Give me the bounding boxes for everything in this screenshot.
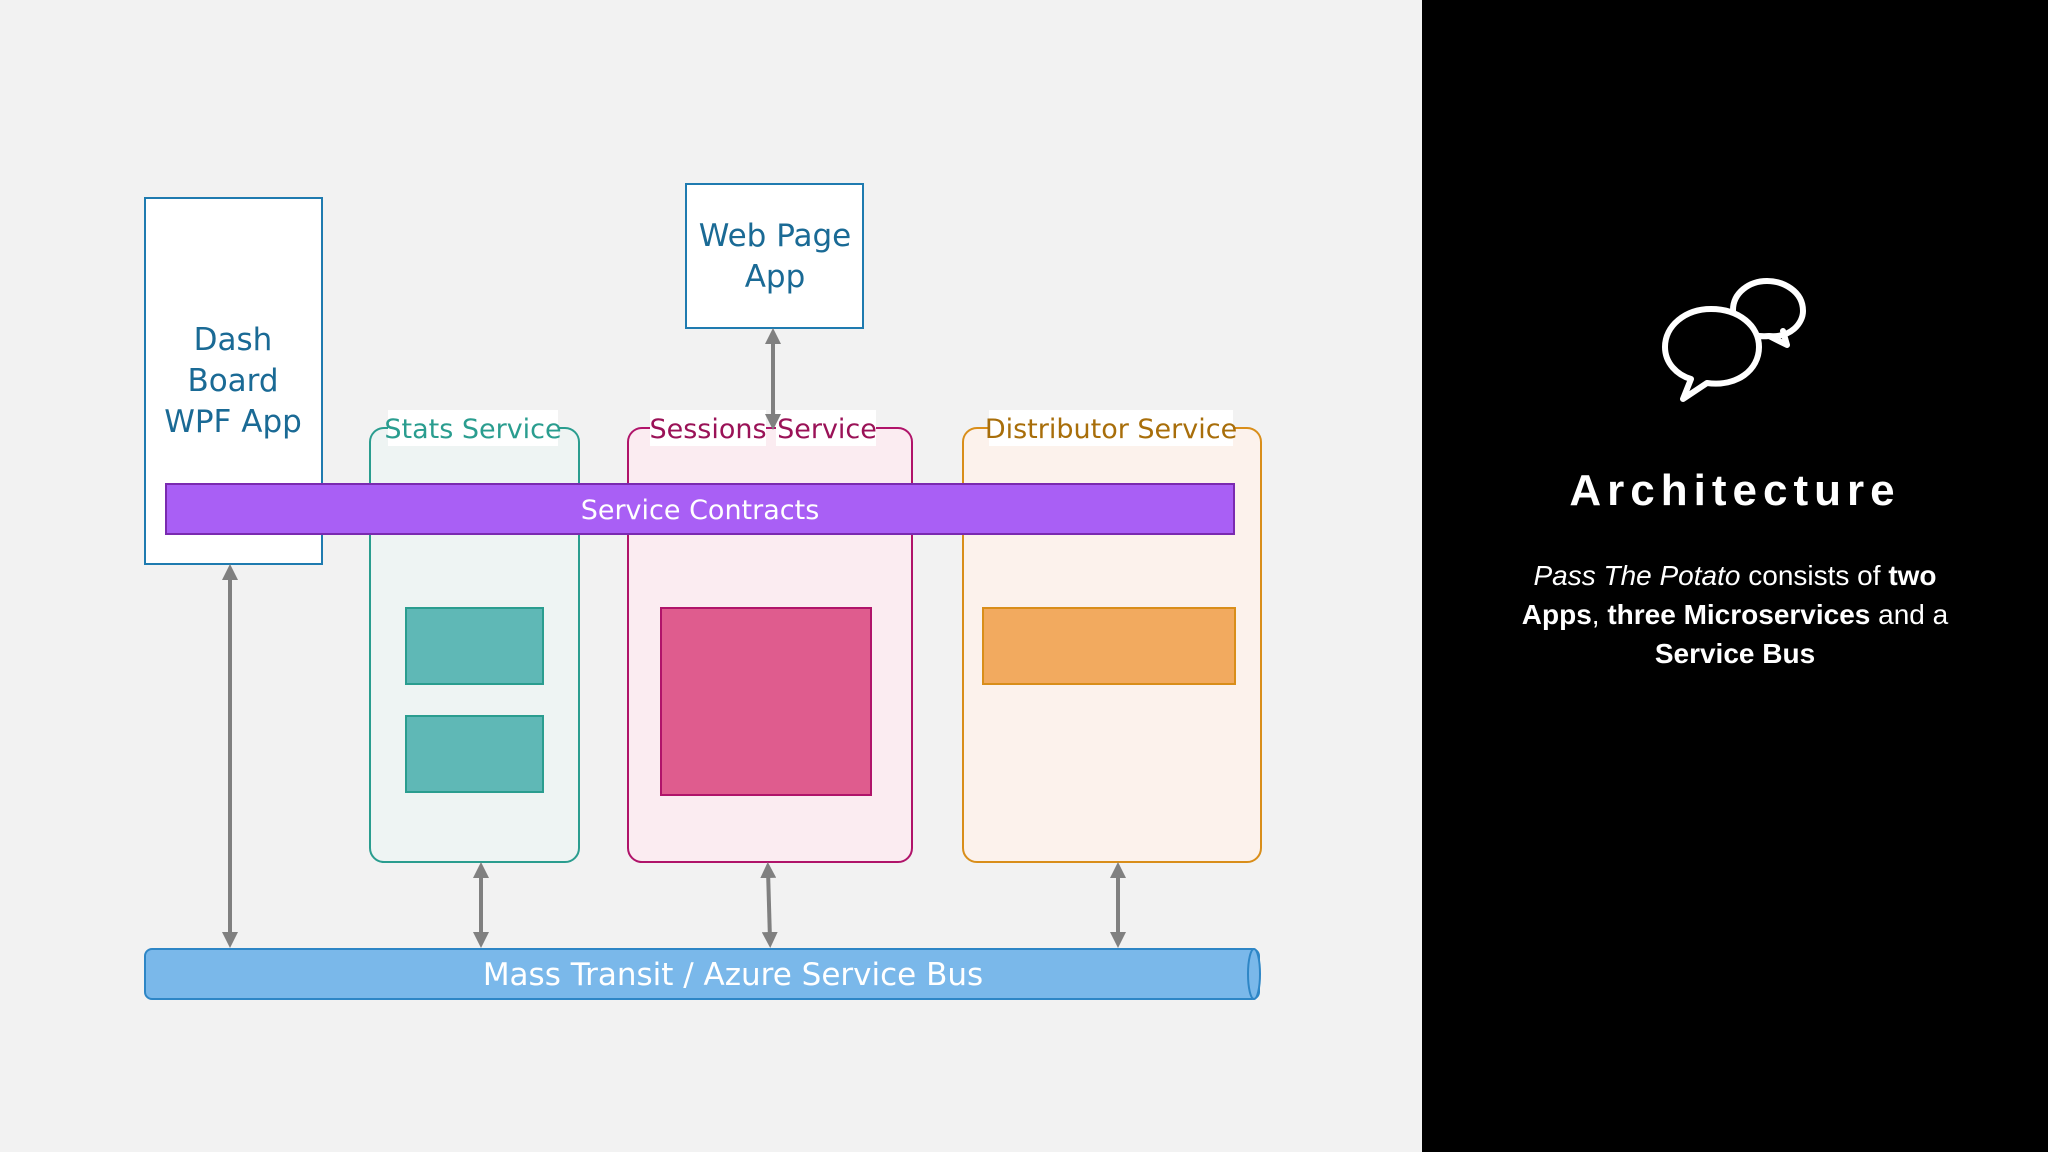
web-app-box [685, 183, 864, 329]
service-bus-cylinder-end [1247, 948, 1261, 1000]
service-contracts-label: Service Contracts [581, 495, 820, 526]
sidebar-title: Architecture [1569, 466, 1901, 515]
stats-service-label-bg [388, 410, 558, 446]
distributor-service-label-bg [989, 410, 1233, 446]
desc-text-1: consists of [1740, 560, 1889, 591]
desc-bold-apps: two Apps [1521, 560, 1937, 630]
dashboard-app-label-line3: WPF App [164, 404, 302, 440]
web-app-label-line2: App [745, 259, 806, 295]
distributor-service-label: Distributor Service [985, 414, 1237, 445]
web-app-label-line1: Web Page [699, 218, 852, 254]
service-bus-label: Mass Transit / Azure Service Bus [483, 957, 983, 993]
sessions-component [660, 607, 872, 796]
stats-service-label: Stats Service [384, 414, 561, 445]
sidebar-description: Pass The Potato consists of two Apps, th… [1505, 556, 1965, 673]
desc-bold-microservices: three Microservices [1607, 599, 1871, 630]
stats-component-1 [405, 607, 544, 685]
stats-component-2 [405, 715, 544, 793]
desc-bold-bus: Service Bus [1654, 638, 1816, 669]
sidebar-panel: Architecture Pass The Potato consists of… [1422, 0, 2048, 1152]
architecture-diagram: Dash Board WPF App Web Page App Stats Se… [144, 183, 1262, 1000]
arrow-sessions-bus [760, 862, 778, 948]
sessions-service-label-bg-a [650, 410, 766, 446]
sessions-service-label-b: Service [777, 414, 877, 445]
desc-project-name: Pass The Potato [1533, 560, 1741, 591]
sessions-service-label-bg-b [776, 410, 876, 446]
chat-bubbles-icon [1662, 278, 1806, 402]
dashboard-app-label-line2: Board [187, 363, 278, 399]
desc-text-3: and a [1870, 599, 1949, 630]
desc-text-2: , [1591, 599, 1608, 630]
dashboard-app-label-line1: Dash [194, 322, 273, 358]
distributor-component [982, 607, 1236, 685]
service-contracts-bar [165, 483, 1235, 535]
sessions-service-label-a: Sessions [649, 414, 766, 445]
